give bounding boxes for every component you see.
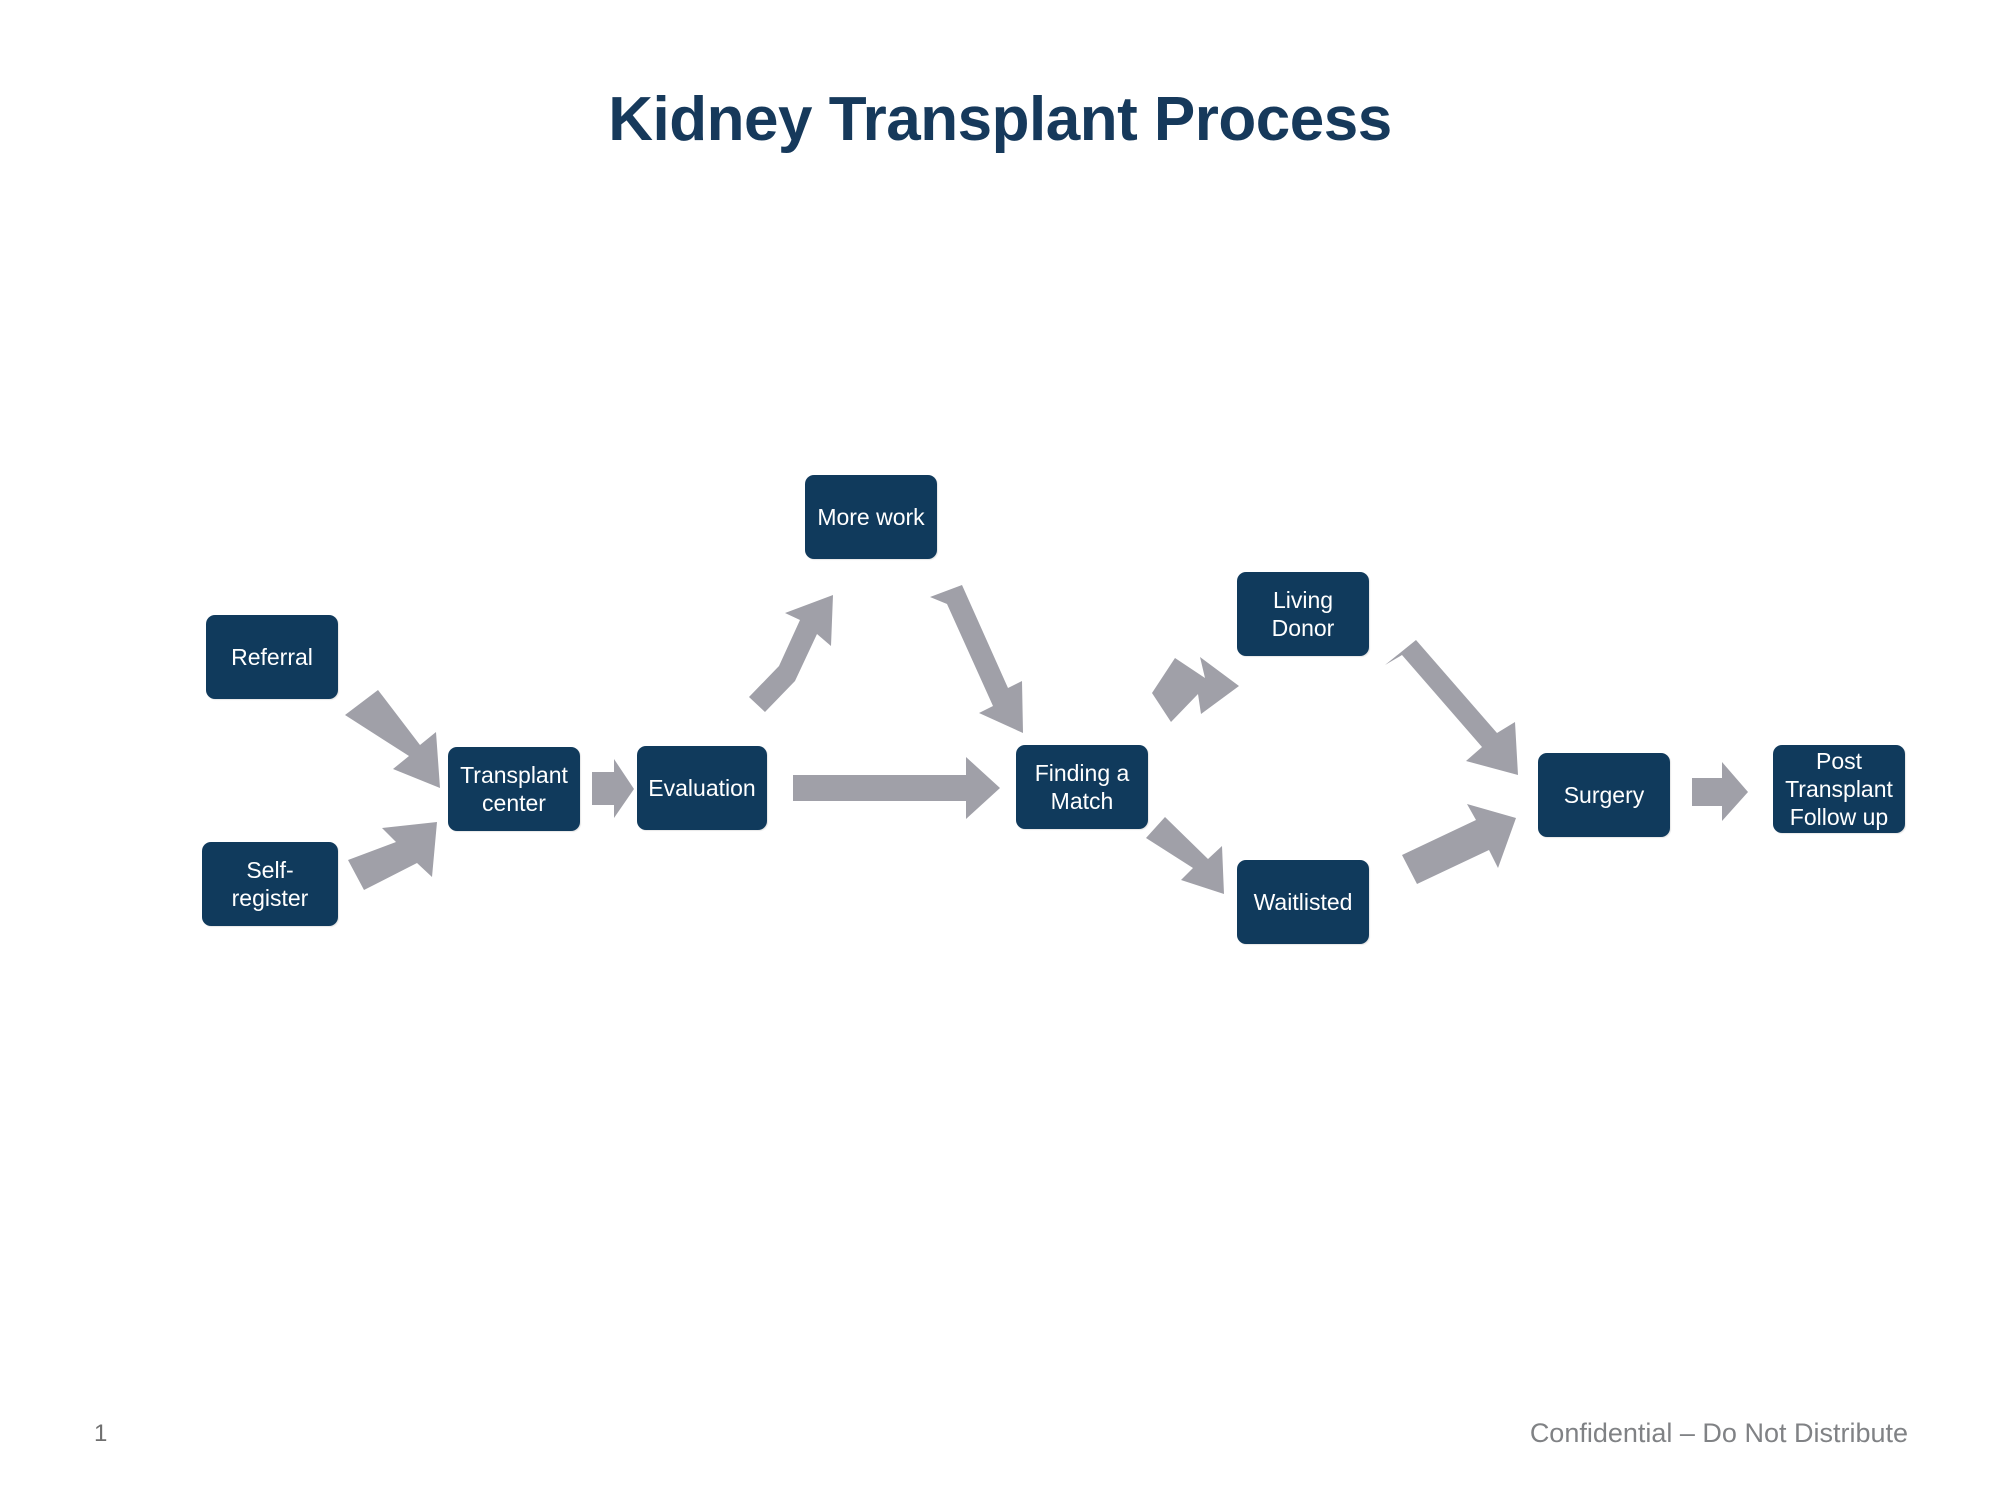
node-finding-a-match-label: Finding a Match — [1034, 759, 1130, 814]
arrow-evaluation-to-more-work — [749, 595, 833, 712]
arrow-transplant-center-to-evaluation — [592, 759, 634, 818]
arrow-more-work-to-finding-a-match — [930, 585, 1023, 733]
arrow-evaluation-to-finding-a-match — [793, 757, 1000, 819]
node-self-register-label: Self- register — [231, 856, 309, 911]
node-more-work[interactable]: More work — [805, 475, 937, 559]
node-referral-label: Referral — [231, 643, 313, 670]
page-title: Kidney Transplant Process — [608, 85, 1392, 154]
arrow-living-donor-to-surgery — [1385, 640, 1518, 775]
arrow-finding-a-match-to-waitlisted — [1146, 817, 1224, 894]
node-evaluation-label: Evaluation — [648, 774, 756, 801]
node-referral[interactable]: Referral — [206, 615, 338, 699]
arrow-surgery-to-post-transplant — [1692, 762, 1748, 821]
node-surgery-label: Surgery — [1563, 781, 1645, 808]
node-post-transplant-follow-up-label: Post Transplant Follow up — [1785, 747, 1893, 831]
node-surgery[interactable]: Surgery — [1538, 753, 1670, 837]
node-finding-a-match[interactable]: Finding a Match — [1016, 745, 1148, 829]
arrow-self-register-to-transplant-center — [348, 822, 437, 890]
node-transplant-center-label: Transplant center — [460, 761, 568, 816]
arrow-referral-to-transplant-center — [345, 690, 440, 788]
node-living-donor[interactable]: Living Donor — [1237, 572, 1369, 656]
node-living-donor-label: Living Donor — [1271, 586, 1335, 641]
arrow-finding-a-match-to-living-donor — [1152, 657, 1239, 722]
page-number: 1 — [94, 1420, 108, 1447]
node-waitlisted[interactable]: Waitlisted — [1237, 860, 1369, 944]
node-evaluation[interactable]: Evaluation — [637, 746, 767, 830]
node-waitlisted-label: Waitlisted — [1253, 888, 1353, 915]
node-transplant-center[interactable]: Transplant center — [448, 747, 580, 831]
node-more-work-label: More work — [817, 503, 925, 530]
confidentiality-notice: Confidential – Do Not Distribute — [1529, 1418, 1908, 1448]
node-post-transplant-follow-up[interactable]: Post Transplant Follow up — [1773, 745, 1905, 833]
node-self-register[interactable]: Self- register — [202, 842, 338, 926]
arrow-waitlisted-to-surgery — [1402, 804, 1516, 884]
